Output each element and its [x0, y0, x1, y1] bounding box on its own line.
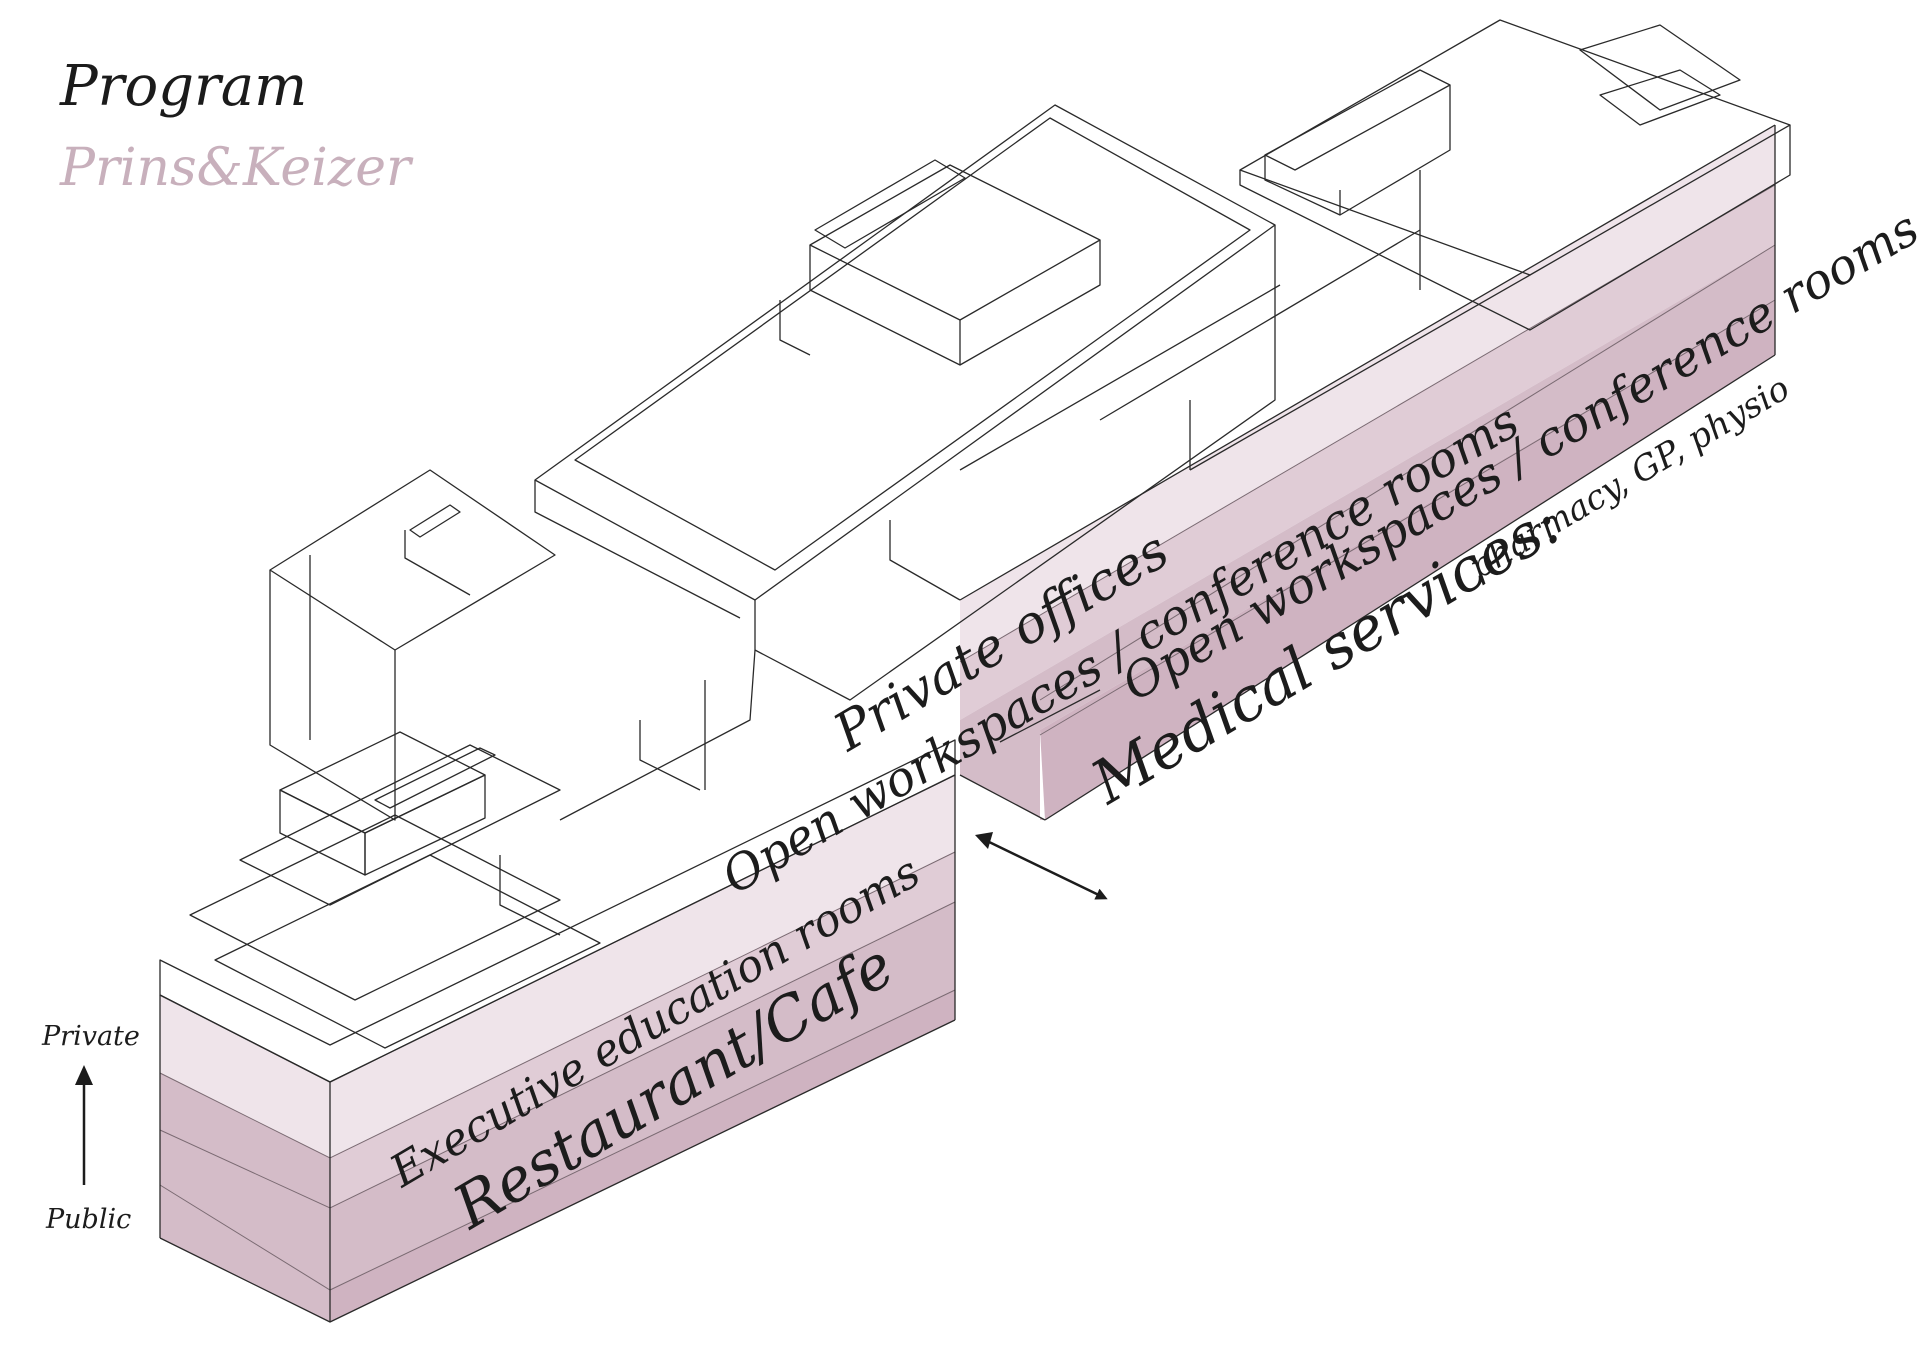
- double-arrow-icon: [975, 832, 1108, 900]
- right-wing-side-ground: [1040, 300, 1775, 820]
- right-wing-facade: [959, 124, 1776, 821]
- left-wing-front-private: [160, 995, 330, 1158]
- axis-label-public: Public: [45, 1204, 131, 1235]
- left-wing-side-private: [330, 775, 955, 1158]
- diagram-title: Program: [59, 54, 307, 119]
- arrow-up-icon: [75, 1065, 93, 1185]
- privacy-axis: Private Public: [41, 1021, 140, 1235]
- right-wing-side-private: [960, 125, 1775, 662]
- left-wing-side-public: [330, 902, 955, 1290]
- left-wing-facade: [159, 774, 956, 1323]
- right-wing-side-public: [960, 245, 1775, 818]
- left-wing-front-public: [160, 1073, 330, 1322]
- axis-label-private: Private: [41, 1021, 140, 1052]
- roof-massing: [159, 19, 1791, 1083]
- left-wing-side-mid: [330, 852, 955, 1208]
- right-wing-side-mid: [960, 185, 1775, 720]
- label-open-workspaces-left: Open workspaces / conference rooms: [713, 393, 1529, 905]
- right-wing-recess: [960, 730, 1045, 820]
- diagram-subtitle: Prins&Keizer: [59, 138, 414, 198]
- left-wing-side-ground: [330, 990, 955, 1322]
